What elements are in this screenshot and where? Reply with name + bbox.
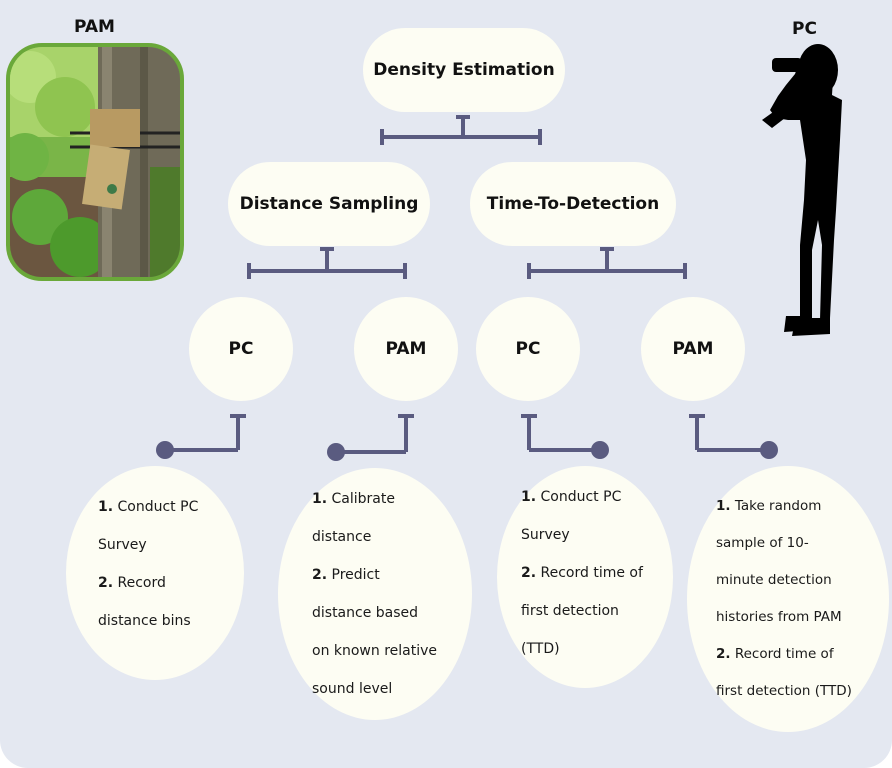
ttd-pam-label: PAM: [672, 339, 714, 359]
pam-photo-label: PAM: [74, 17, 115, 37]
distance-sampling-label: Distance Sampling: [239, 194, 419, 214]
step-1-cont-1: sample of 10-: [716, 535, 809, 551]
step-1: 1. Conduct PC: [521, 489, 622, 505]
step-1-cont-2: minute detection: [716, 572, 832, 588]
time-to-detection-node: Time-To-Detection: [470, 162, 676, 246]
ttd-pam-node: PAM: [641, 297, 745, 401]
step-2: 2. Record time of: [716, 646, 834, 662]
ttd-pc-node: PC: [476, 297, 580, 401]
ds-pam-node: PAM: [354, 297, 458, 401]
pc-silhouette-label: PC: [792, 19, 817, 39]
step-1: 1. Calibrate: [312, 491, 395, 507]
ds-pam-label: PAM: [385, 339, 427, 359]
step-2: 2. Record: [98, 575, 166, 591]
step-1-cont: Survey: [98, 537, 147, 553]
step-2-cont: distance bins: [98, 613, 191, 629]
step-2-cont-1: first detection: [521, 603, 619, 619]
step-2: 2. Predict: [312, 567, 380, 583]
ttd-pc-label: PC: [515, 339, 541, 359]
steps-ttd-pc: 1. Conduct PC Survey 2. Record time of f…: [497, 466, 673, 688]
forest-recorder-photo: [6, 43, 184, 281]
distance-sampling-node: Distance Sampling: [228, 162, 430, 246]
step-2-cont-3: sound level: [312, 681, 393, 697]
step-2: 2. Record time of: [521, 565, 643, 581]
step-2-cont: first detection (TTD): [716, 683, 852, 699]
step-1-cont-3: histories from PAM: [716, 609, 842, 625]
step-1: 1. Conduct PC: [98, 499, 199, 515]
step-1: 1. Take random: [716, 498, 822, 514]
step-1-cont: distance: [312, 529, 372, 545]
forest-photo-art: [10, 47, 180, 277]
ds-pc-node: PC: [189, 297, 293, 401]
step-2-cont-2: (TTD): [521, 641, 560, 657]
time-to-detection-label: Time-To-Detection: [486, 194, 660, 214]
ds-pc-label: PC: [228, 339, 254, 359]
steps-ds-pam: 1. Calibrate distance 2. Predict distanc…: [278, 468, 472, 720]
steps-ds-pc: 1. Conduct PC Survey 2. Record distance …: [66, 466, 244, 680]
step-2-cont-2: on known relative: [312, 643, 438, 659]
density-estimation-node: Density Estimation: [363, 28, 565, 112]
step-1-cont: Survey: [521, 527, 570, 543]
step-2-cont-1: distance based: [312, 605, 419, 621]
steps-ttd-pam: 1. Take random sample of 10- minute dete…: [687, 466, 889, 732]
density-estimation-label: Density Estimation: [373, 60, 555, 80]
